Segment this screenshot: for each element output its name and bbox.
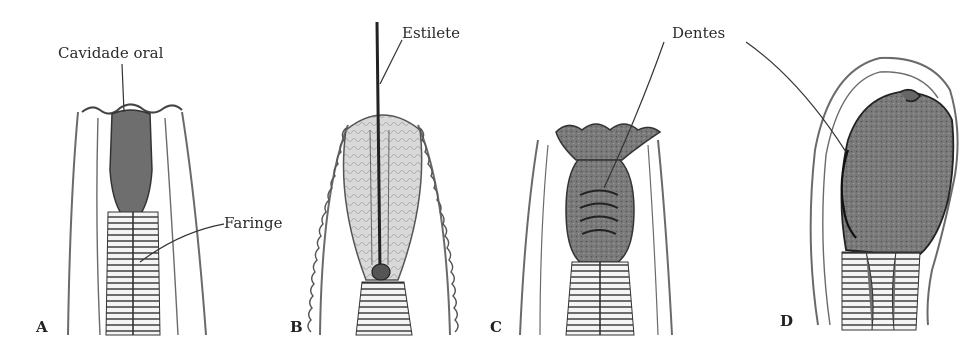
leader-cavidade-oral [122,64,124,112]
panel-a-oral-cavity [110,110,152,215]
leader-estilete [380,40,402,84]
panel-b-esophagus [356,282,412,335]
panel-b-cuticle-left [308,128,346,332]
panel-label-c: C [490,318,502,336]
panel-b-body-right [418,125,450,335]
label-dentes: Dentes [672,24,725,42]
panel-label-d: D [780,312,793,330]
panel-c-inner-right [648,145,658,335]
panel-c-lips [556,124,660,160]
panel-c-body-right [658,140,672,335]
panel-b-head [344,115,422,280]
panel-d-pharynx [842,252,920,330]
panel-c [520,124,672,335]
label-estilete: Estilete [402,24,460,42]
panel-b [308,22,458,335]
panel-c-buccal-capsule [566,160,634,262]
panel-b-stylet-knob [372,264,390,280]
panel-a-body-left-wall [68,112,78,335]
panel-a-body-right-wall [182,112,206,335]
panel-b-cuticle-right [420,128,458,332]
panel-d-buccal-capsule [841,92,953,256]
label-cavidade-oral: Cavidade oral [58,44,164,62]
panel-label-a: A [35,318,48,336]
panel-c-inner-left [540,145,548,335]
panel-a-inner-right [165,118,178,335]
panel-c-body-left [520,140,538,335]
panel-label-b: B [290,318,303,336]
panel-a-inner-left [97,118,100,335]
label-faringe: Faringe [224,214,283,232]
panel-a [68,104,206,335]
panel-d [811,58,958,330]
